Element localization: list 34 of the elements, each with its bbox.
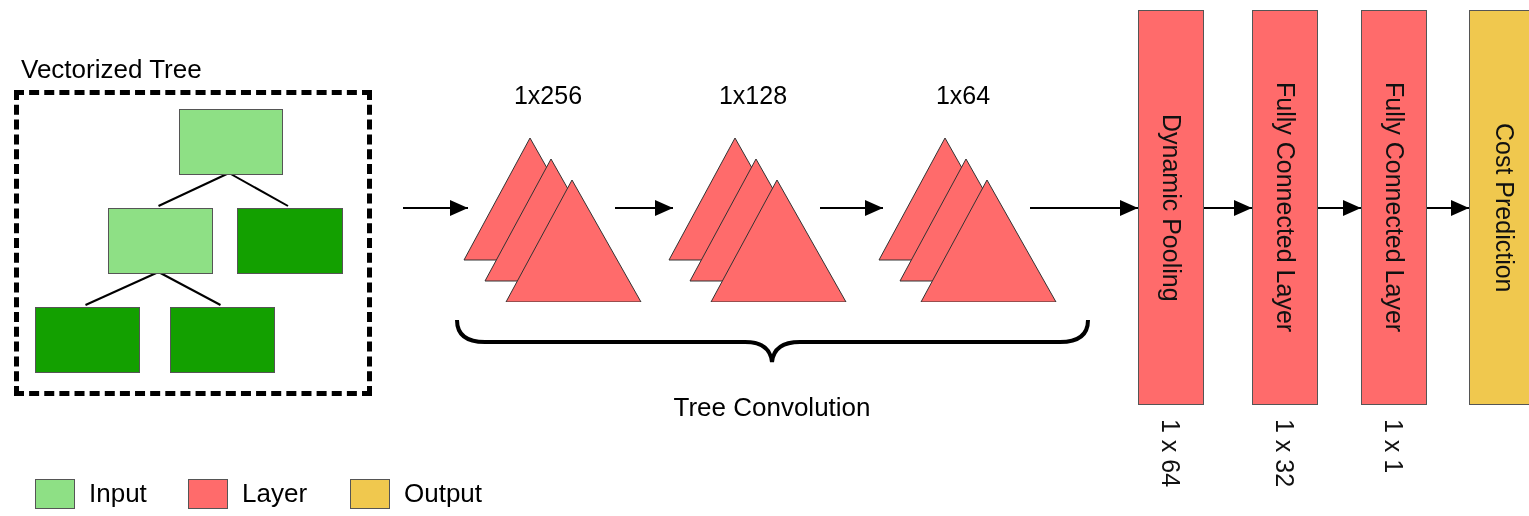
dimension-label: 1 x 32	[1270, 419, 1299, 488]
brace-label: Tree Convolution	[672, 392, 872, 423]
layer-box	[1252, 10, 1318, 405]
tree-node-box	[108, 208, 213, 274]
layer-label: Fully Connected Layer	[1379, 82, 1409, 333]
layer-label: Dynamic Pooling	[1156, 113, 1186, 302]
arrow	[1203, 200, 1253, 216]
triangle-stack-drawing	[668, 137, 848, 302]
layer-box	[1138, 10, 1204, 405]
tree-node-box	[35, 307, 140, 373]
triangle-stack-drawing	[878, 137, 1058, 302]
tree-node-box	[237, 208, 343, 274]
legend-label: Input	[89, 478, 147, 509]
arrow	[402, 200, 469, 216]
arrow	[819, 200, 884, 216]
arrow	[1029, 200, 1139, 216]
layer-label: Cost Prediction	[1489, 122, 1519, 293]
arrow	[614, 200, 674, 216]
arrow	[1317, 200, 1362, 216]
tree-node-box	[179, 109, 283, 175]
dimension-label: 1x128	[717, 81, 789, 110]
dimension-label: 1 x 64	[1156, 419, 1185, 488]
dimension-label: 1x256	[512, 81, 584, 110]
layer-box	[1469, 10, 1529, 405]
group-title: Vectorized Tree	[21, 54, 202, 85]
legend-label: Layer	[242, 478, 308, 509]
triangle-stack-drawing	[463, 137, 643, 302]
legend-label: Output	[404, 478, 483, 509]
layer-box	[1361, 10, 1427, 405]
dimension-label: 1x64	[934, 81, 992, 110]
arrow	[1426, 200, 1470, 216]
dimension-label: 1 x 1	[1379, 419, 1408, 474]
tree-node-box	[170, 307, 275, 373]
layer-label: Fully Connected Layer	[1270, 82, 1300, 333]
